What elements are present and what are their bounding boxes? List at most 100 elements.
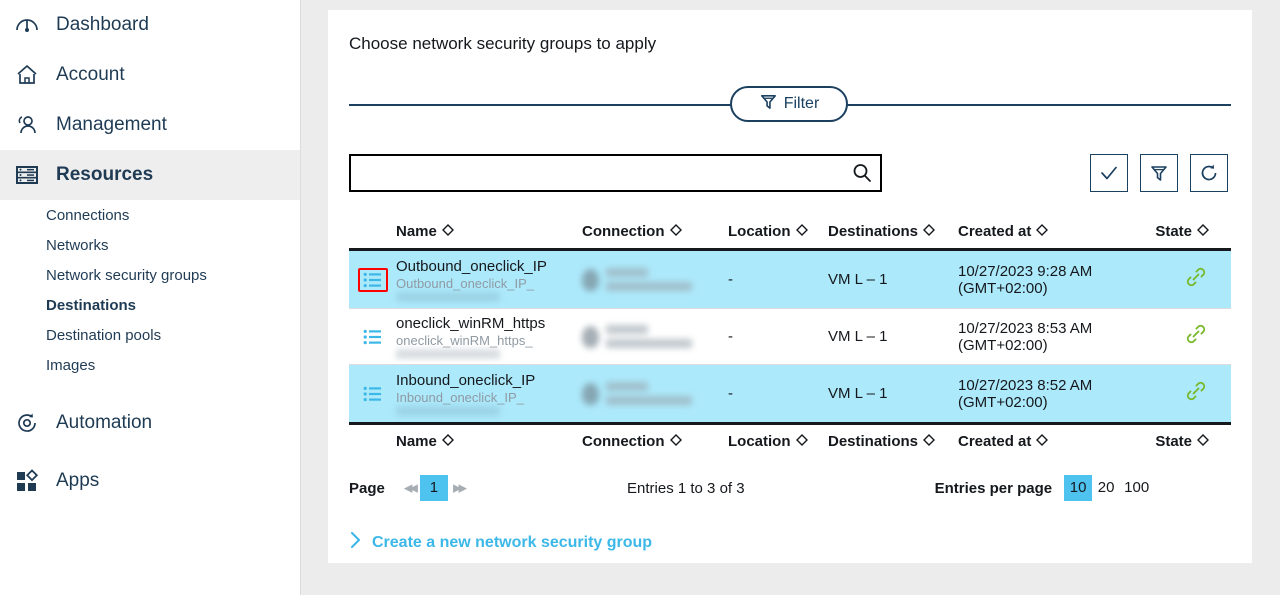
sidebar-item-label: Automation (56, 412, 153, 433)
sidebar-subitem-destination-pools[interactable]: Destination pools (0, 320, 300, 350)
refresh-button[interactable] (1190, 154, 1228, 192)
sidebar-item-resources[interactable]: Resources (0, 150, 300, 200)
sort-diamond-icon[interactable] (669, 223, 682, 240)
connection-redacted (582, 382, 728, 405)
footer-column-header-state[interactable]: State (1143, 433, 1231, 450)
row-name-cell: Outbound_oneclick_IP Outbound_oneclick_I… (396, 258, 582, 302)
apps-icon (10, 466, 44, 496)
footer-column-header-destinations[interactable]: Destinations (828, 433, 958, 450)
list-details-icon[interactable] (360, 384, 386, 404)
create-network-security-group-link[interactable]: Create a new network security group (349, 531, 652, 554)
main-panel: Choose network security groups to apply … (328, 10, 1252, 563)
row-detail-cell (349, 384, 396, 404)
row-location: - (728, 328, 733, 345)
footer-column-header-location[interactable]: Location (728, 433, 828, 450)
sort-diamond-icon[interactable] (441, 223, 454, 240)
connection-redacted (582, 325, 728, 348)
connection-redacted (582, 268, 728, 291)
sort-diamond-icon[interactable] (1197, 433, 1209, 450)
table-row[interactable]: Inbound_oneclick_IP Inbound_oneclick_IP_… (349, 365, 1231, 422)
page-number-button[interactable]: 1 (419, 475, 448, 501)
entries-per-page-20[interactable]: 20 (1097, 479, 1115, 496)
sort-diamond-icon[interactable] (923, 433, 936, 450)
column-header-connection[interactable]: Connection (582, 223, 728, 240)
filter-icon (1151, 166, 1167, 181)
row-name-cell: Inbound_oneclick_IP Inbound_oneclick_IP_ (396, 372, 582, 416)
sidebar-item-account[interactable]: Account (0, 50, 300, 100)
sidebar-item-automation[interactable]: Automation (0, 398, 300, 448)
row-created-at-timezone: (GMT+02:00) (958, 279, 1048, 297)
home-icon (10, 60, 44, 90)
column-header-created-at[interactable]: Created at (958, 223, 1143, 240)
filter-button[interactable] (1140, 154, 1178, 192)
sidebar-subitem-connections[interactable]: Connections (0, 200, 300, 230)
footer-column-header-created-at[interactable]: Created at (958, 433, 1143, 450)
filter-icon (759, 92, 778, 116)
sort-diamond-icon[interactable] (441, 433, 454, 450)
first-page-button[interactable]: ◂◂ (403, 478, 418, 497)
users-icon (10, 110, 44, 140)
row-state-cell (1143, 378, 1231, 409)
table-row[interactable]: Outbound_oneclick_IP Outbound_oneclick_I… (349, 251, 1231, 308)
sort-diamond-icon[interactable] (923, 223, 936, 240)
search-icon[interactable] (844, 162, 880, 184)
footer-column-header-name[interactable]: Name (396, 433, 582, 450)
column-header-location[interactable]: Location (728, 223, 828, 240)
row-name: oneclick_winRM_https (396, 314, 546, 332)
search-input[interactable] (351, 156, 844, 190)
entries-per-page-10[interactable]: 10 (1064, 475, 1093, 501)
column-header-destinations[interactable]: Destinations (828, 223, 958, 240)
sidebar-subitem-networks[interactable]: Networks (0, 230, 300, 260)
link-icon[interactable] (1183, 378, 1209, 409)
sidebar-subitem-destinations[interactable]: Destinations (0, 290, 300, 320)
last-page-button[interactable]: ▸▸ (452, 478, 467, 497)
link-icon[interactable] (1183, 321, 1209, 352)
search-box[interactable] (349, 154, 882, 192)
column-header-state[interactable]: State (1143, 223, 1231, 240)
row-created-at: 10/27/2023 8:53 AM (958, 319, 1093, 337)
row-detail-cell (349, 327, 396, 347)
sort-diamond-icon[interactable] (1036, 223, 1049, 240)
table-header-row: Name Connection Location Destinations Cr… (349, 215, 1231, 248)
sort-diamond-icon[interactable] (669, 433, 682, 450)
filter-toggle-button[interactable]: Filter (730, 86, 848, 122)
link-icon[interactable] (1183, 264, 1209, 295)
table-bottom-rule (349, 422, 1231, 425)
create-link-label: Create a new network security group (372, 533, 653, 551)
table-row[interactable]: oneclick_winRM_https oneclick_winRM_http… (349, 308, 1231, 365)
row-created-at: 10/27/2023 8:52 AM (958, 376, 1093, 394)
list-details-icon[interactable] (360, 327, 386, 347)
entries-count-text: Entries 1 to 3 of 3 (627, 479, 745, 497)
sidebar-subitem-images[interactable]: Images (0, 350, 300, 380)
column-header-name[interactable]: Name (396, 223, 582, 240)
chevron-right-icon (349, 531, 362, 554)
sort-diamond-icon[interactable] (1197, 223, 1209, 240)
sidebar-item-dashboard[interactable]: Dashboard (0, 0, 300, 50)
row-location: - (728, 271, 733, 288)
list-details-icon[interactable] (357, 267, 388, 292)
sidebar-subitem-label: Connections (46, 206, 130, 224)
sidebar-item-management[interactable]: Management (0, 100, 300, 150)
pagination-page-label: Page (349, 479, 385, 497)
sidebar-item-apps[interactable]: Apps (0, 456, 300, 506)
row-name-sub: Outbound_oneclick_IP_ (396, 275, 535, 291)
row-name: Outbound_oneclick_IP (396, 257, 547, 275)
pagination-bar: Page ◂◂ 1 ▸▸ Entries 1 to 3 of 3 Entries… (349, 468, 1231, 508)
sidebar-subitem-network-security-groups[interactable]: Network security groups (0, 260, 300, 290)
row-created-at-timezone: (GMT+02:00) (958, 336, 1048, 354)
sort-diamond-icon[interactable] (1036, 433, 1049, 450)
sidebar-item-label: Apps (56, 470, 100, 491)
entries-per-page-100[interactable]: 100 (1124, 479, 1150, 496)
sidebar-subitem-label: Destinations (46, 296, 137, 314)
sort-diamond-icon[interactable] (795, 223, 808, 240)
row-connection-cell (582, 268, 728, 291)
sort-diamond-icon[interactable] (795, 433, 808, 450)
row-name-redacted (396, 348, 500, 359)
apply-selection-button[interactable] (1090, 154, 1128, 192)
sidebar-subitem-label: Destination pools (46, 326, 162, 344)
row-state-cell (1143, 264, 1231, 295)
footer-column-header-connection[interactable]: Connection (582, 433, 728, 450)
network-security-groups-table: Name Connection Location Destinations Cr… (349, 215, 1231, 458)
sidebar-item-label: Management (56, 114, 167, 135)
filter-pill-label: Filter (783, 95, 820, 112)
